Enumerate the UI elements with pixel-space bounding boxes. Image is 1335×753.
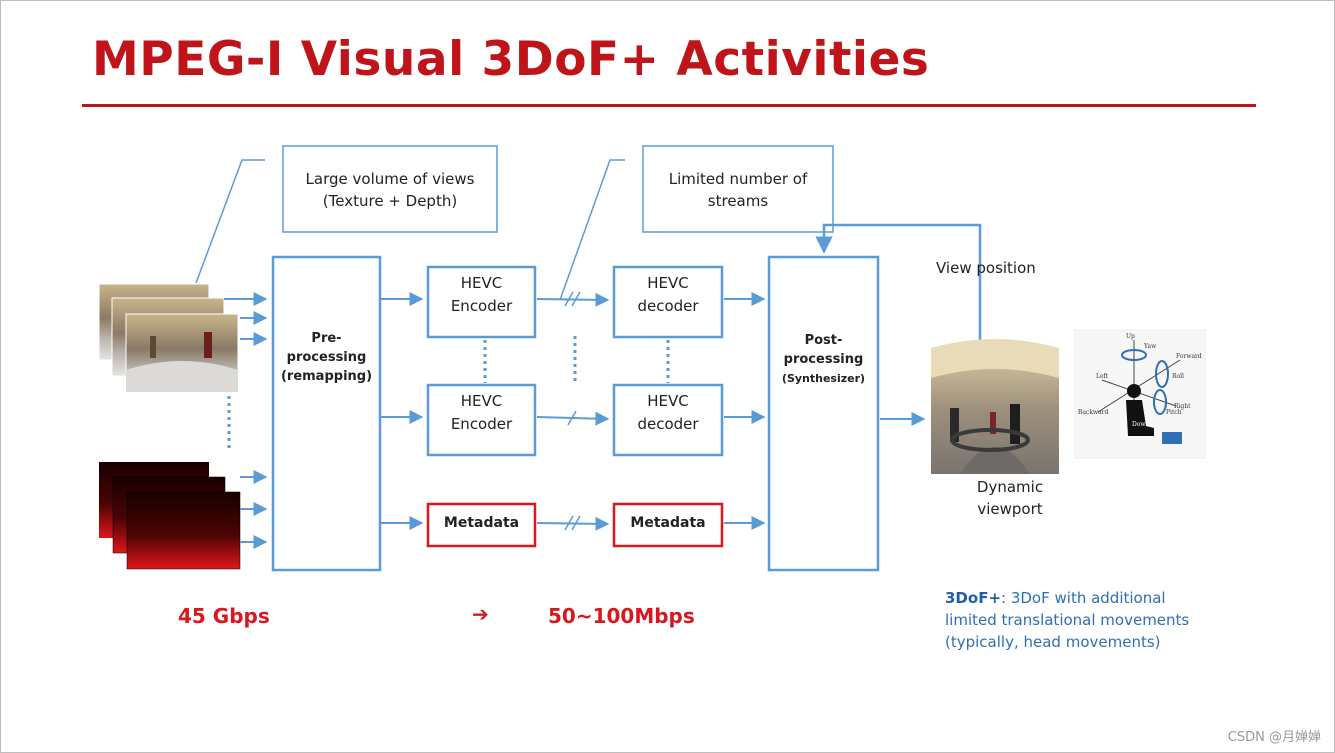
encoder-box-2 [426, 383, 537, 457]
svg-text:Roll: Roll [1172, 373, 1184, 380]
note-line3: (typically, head movements) [945, 633, 1161, 651]
postprocessing-label: Post- processing (Synthesizer) [769, 331, 878, 388]
postprocessing-line3: (Synthesizer) [781, 372, 866, 385]
dof-figure: Up Yaw Forward Left Roll Backward Right … [1074, 329, 1206, 459]
callout-streams-line2: streams [707, 192, 769, 210]
callout-streams-text: Limited number of streams [643, 168, 833, 212]
output-rate: 50~100Mbps [548, 604, 695, 628]
callout-views-text: Large volume of views (Texture + Depth) [283, 168, 497, 212]
viewport-label-line2: viewport [977, 500, 1043, 518]
metadata-box-encoder-side [426, 502, 537, 548]
metadata-box-decoder-side [612, 502, 724, 548]
definition-note: 3DoF+: 3DoF with additional limited tran… [945, 587, 1245, 653]
viewport-image [931, 339, 1059, 474]
note-line1: : 3DoF with additional [1001, 589, 1166, 607]
dynamic-viewport-label: Dynamic viewport [955, 476, 1065, 520]
postprocessing-box [767, 255, 880, 572]
note-term: 3DoF+ [945, 589, 1002, 607]
metadata-label-decoder-side: Metadata [630, 515, 706, 531]
encoder-2-line2: Encoder [450, 415, 513, 433]
postprocessing-line2: processing [783, 352, 864, 367]
decoder-2-line2: decoder [637, 415, 699, 433]
svg-text:Backward: Backward [1078, 409, 1109, 416]
metadata-label-encoder-side: Metadata [443, 515, 520, 531]
svg-text:Left: Left [1096, 373, 1109, 380]
callout-views-box [282, 145, 498, 233]
encoder-2-line1: HEVC [460, 392, 503, 410]
slide-title: MPEG-I Visual 3DoF+ Activities [92, 32, 930, 87]
callout-streams-line1: Limited number of [668, 170, 808, 188]
postprocessing-line1: Post- [804, 333, 843, 348]
decoder-label-1: HEVC decoder [614, 272, 722, 318]
decoder-label-2: HEVC decoder [614, 390, 722, 436]
texture-view-images [98, 283, 239, 393]
svg-text:Yaw: Yaw [1143, 343, 1157, 350]
input-rate: 45 Gbps [178, 604, 270, 628]
callout-views-line1: Large volume of views [305, 170, 475, 188]
svg-text:Forward: Forward [1176, 353, 1202, 360]
preprocessing-label-line1: Pre-processing [286, 331, 367, 365]
decoder-1-line2: decoder [637, 297, 699, 315]
decoder-box-2 [612, 383, 724, 457]
svg-text:Right: Right [1174, 403, 1191, 410]
rate-arrow: ➔ [472, 602, 489, 626]
svg-text:Down: Down [1132, 421, 1150, 428]
svg-text:Pitch: Pitch [1166, 409, 1182, 416]
viewport-label-line1: Dynamic [976, 478, 1044, 496]
callout-streams-leader [559, 159, 625, 301]
preprocessing-label: Pre-processing (remapping) [273, 329, 380, 386]
encoder-box-1 [426, 265, 537, 339]
depth-view-images [99, 462, 241, 570]
watermark: CSDN @月婵婵 [1227, 730, 1321, 745]
callout-views-leader [195, 159, 265, 284]
encoder-1-line1: HEVC [460, 274, 503, 292]
encoder-label-1: HEVC Encoder [428, 272, 535, 318]
decoder-box-1 [612, 265, 724, 339]
title-underline [82, 104, 1256, 107]
callout-views-line2: (Texture + Depth) [322, 192, 458, 210]
encoder-label-2: HEVC Encoder [428, 390, 535, 436]
view-position-label: View position [936, 259, 1036, 277]
preprocessing-label-line2: (remapping) [280, 369, 373, 384]
callout-streams-box [642, 145, 834, 233]
view-position-feedback-arrow [815, 223, 982, 348]
svg-text:Up: Up [1126, 333, 1135, 340]
preprocessing-box [271, 255, 382, 572]
decoder-2-line1: HEVC [647, 392, 689, 410]
encoder-1-line2: Encoder [450, 297, 513, 315]
decoder-1-line1: HEVC [647, 274, 689, 292]
note-line2: limited translational movements [945, 611, 1190, 629]
